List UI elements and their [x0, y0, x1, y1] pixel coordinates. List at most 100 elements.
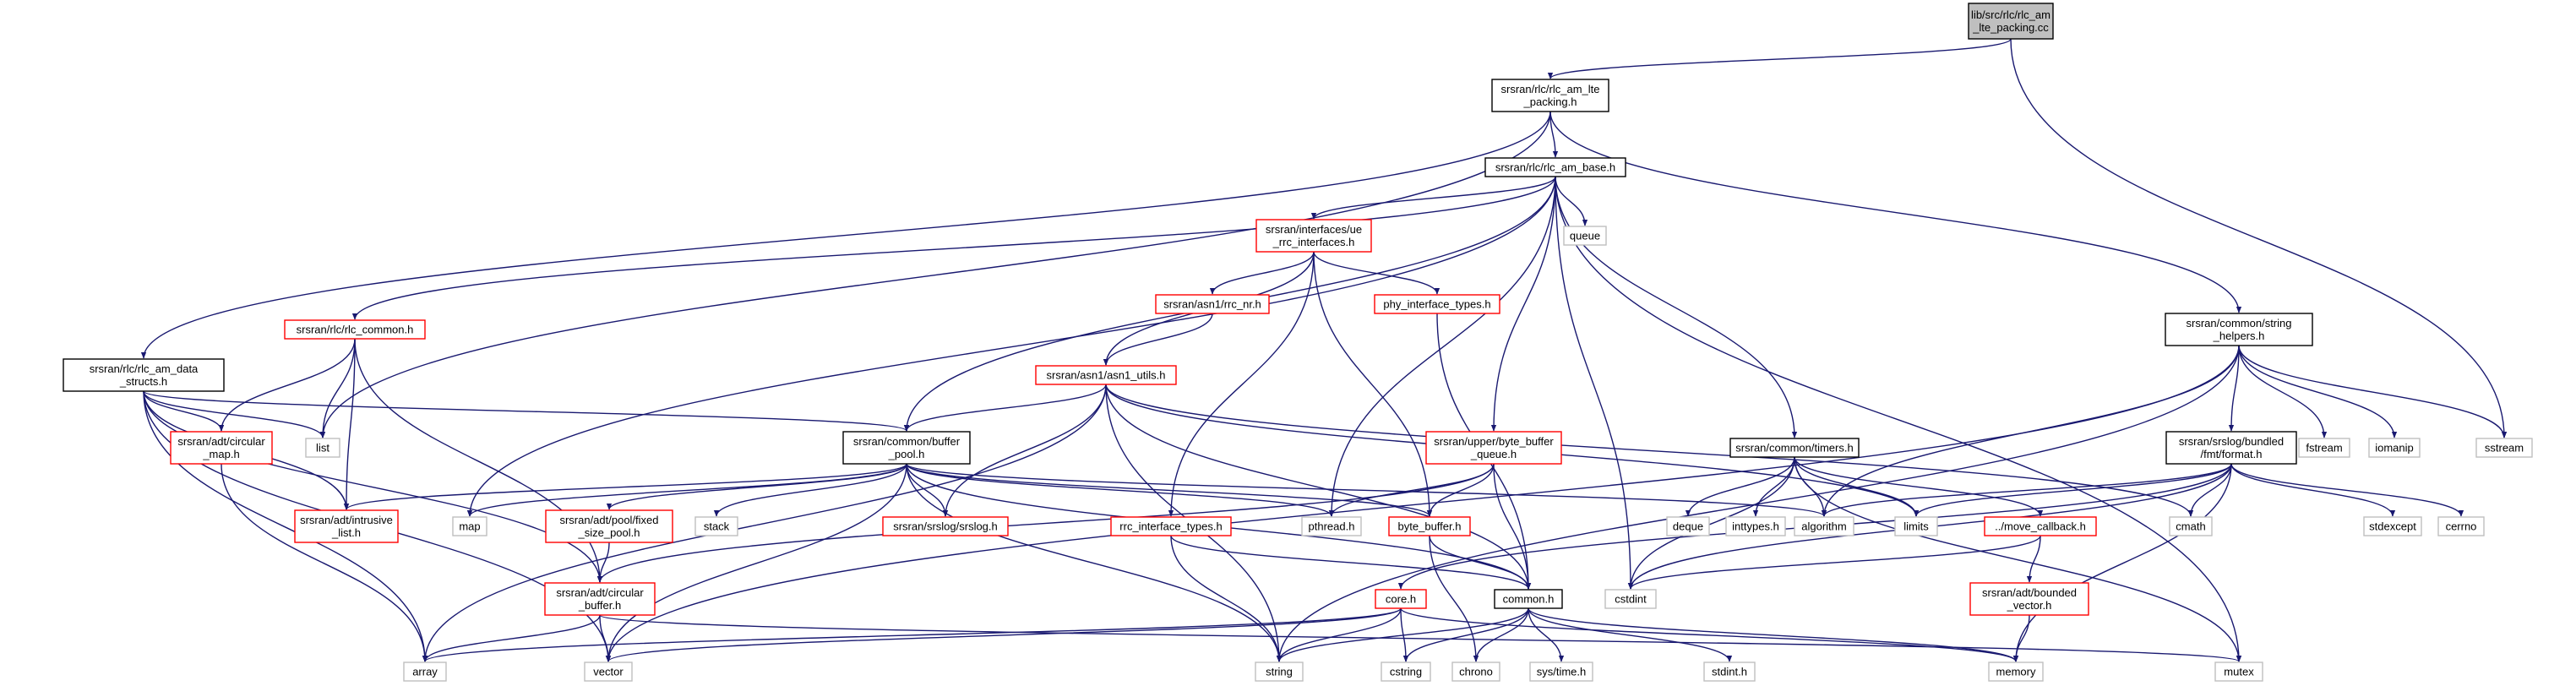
node-box: [1604, 589, 1657, 609]
node-ue-rrc-interfaces[interactable]: srsran/interfaces/ue_rrc_interfaces.h: [1255, 219, 1372, 253]
node-box: [1969, 582, 2089, 616]
edge-am-base-to-queue: [1555, 176, 1588, 226]
node-fmt-format[interactable]: srsran/srslog/bundled/fmt/format.h: [2165, 431, 2297, 465]
node-box: [1375, 589, 1427, 609]
node-box: [1451, 662, 1500, 682]
node-label-line: _pool.h: [888, 448, 925, 460]
node-am-base[interactable]: srsran/rlc/rlc_am_base.h: [1484, 157, 1626, 177]
node-intrusive-list[interactable]: srsran/adt/intrusive_list.h: [294, 509, 399, 543]
edge-ue-rrc-interfaces-to-rrc-interface-types: [1168, 251, 1315, 517]
node-box: [1666, 516, 1710, 536]
node-box: [1381, 662, 1431, 682]
node-label-line: common.h: [1503, 593, 1555, 606]
node-core[interactable]: core.h: [1375, 589, 1427, 609]
node-box: [1388, 516, 1471, 536]
node-circular-buffer[interactable]: srsran/adt/circular_buffer.h: [544, 582, 656, 616]
node-stdint: stdint.h: [1703, 662, 1756, 682]
edge-timers-to-move-callback: [1794, 456, 2044, 517]
edge-fmt-format-to-algorithm: [1821, 463, 2232, 517]
edge-root-to-sstream: [2010, 38, 2508, 438]
node-deque: deque: [1666, 516, 1710, 536]
edge-common-to-systime: [1528, 607, 1565, 662]
node-box: [1494, 589, 1563, 609]
node-pthread: pthread.h: [1301, 516, 1362, 536]
node-am-lte-packing[interactable]: srsran/rlc/rlc_am_lte_packing.h: [1491, 79, 1609, 112]
node-label-line: srsran/common/timers.h: [1735, 442, 1853, 455]
node-byte-buffer-queue[interactable]: srsran/upper/byte_buffer_queue.h: [1425, 431, 1562, 465]
edge-timers-to-cstdint: [1627, 456, 1795, 590]
node-chrono: chrono: [1451, 662, 1500, 682]
node-timers[interactable]: srsran/common/timers.h: [1729, 438, 1860, 458]
node-move-callback[interactable]: ../move_callback.h: [1984, 516, 2097, 536]
node-label-line: srsran/upper/byte_buffer: [1434, 435, 1554, 448]
node-root[interactable]: lib/src/rlc/rlc_am_lte_packing.cc: [1968, 3, 2054, 40]
edge-buffer-pool-to-algorithm: [906, 463, 1827, 517]
node-fixed-size-pool[interactable]: srsran/adt/pool/fixed_size_pool.h: [545, 509, 673, 543]
edge-rlc-common-to-circular-map: [218, 338, 356, 432]
node-bounded-vector[interactable]: srsran/adt/bounded_vector.h: [1969, 582, 2089, 616]
node-box: [1794, 516, 1854, 536]
node-label-line: srsran/common/string: [2187, 317, 2292, 329]
node-label-line: srsran/adt/intrusive: [300, 514, 393, 526]
edge-rrc-interface-types-to-common: [1170, 535, 1532, 590]
node-am-data-structs[interactable]: srsran/rlc/rlc_am_data_structs.h: [63, 358, 225, 392]
node-label-line: srsran/rlc/rlc_am_lte: [1500, 83, 1599, 95]
edge-am-base-to-map: [466, 176, 1556, 517]
node-label-line: cstring: [1390, 666, 1422, 678]
node-label-line: inttypes.h: [1732, 520, 1779, 533]
node-byte-buffer[interactable]: byte_buffer.h: [1388, 516, 1471, 536]
edge-rlc-common-to-circular-buffer: [354, 338, 603, 583]
node-rrc-interface-types[interactable]: rrc_interface_types.h: [1110, 516, 1232, 536]
edge-circular-map-to-array: [221, 463, 428, 662]
node-box: [403, 662, 447, 682]
node-box: [2368, 438, 2421, 458]
edge-buffer-pool-to-map: [466, 463, 907, 517]
node-algorithm: algorithm: [1794, 516, 1854, 536]
edge-byte-buffer-queue-to-common: [1493, 463, 1532, 590]
edge-string-helpers-to-fmt-format: [2228, 345, 2240, 432]
node-box: [2298, 438, 2350, 458]
node-rlc-common[interactable]: srsran/rlc/rlc_common.h: [284, 319, 426, 340]
edge-am-data-structs-to-buffer-pool: [143, 390, 909, 432]
node-box: [694, 516, 738, 536]
node-phy-interface-types[interactable]: phy_interface_types.h: [1374, 294, 1500, 314]
node-label-line: queue: [1570, 230, 1600, 242]
edge-rlc-common-to-list: [319, 338, 356, 438]
edge-am-base-to-byte-buffer-queue: [1490, 176, 1556, 432]
edge-fixed-size-pool-to-circular-buffer: [596, 542, 610, 583]
node-box: [1255, 662, 1304, 682]
node-label-line: rrc_interface_types.h: [1119, 520, 1222, 533]
node-label-line: srsran/srslog/bundled: [2179, 435, 2284, 448]
node-buffer-pool[interactable]: srsran/common/buffer_pool.h: [842, 431, 971, 465]
node-label-line: map: [459, 520, 480, 533]
edge-common-to-chrono: [1473, 607, 1529, 662]
node-box: [452, 516, 487, 536]
node-label-line: list: [316, 442, 329, 455]
node-circular-map[interactable]: srsran/adt/circular_map.h: [170, 431, 273, 465]
node-box: [305, 438, 340, 458]
node-box: [545, 509, 673, 543]
node-box: [1894, 516, 1938, 536]
node-label-line: limits: [1903, 520, 1929, 533]
edge-buffer-pool-to-intrusive-list: [343, 463, 907, 510]
node-label-line: srsran/rlc/rlc_am_data: [90, 362, 199, 375]
edge-buffer-pool-to-vector: [605, 463, 907, 662]
node-label-line: phy_interface_types.h: [1383, 298, 1490, 311]
node-cmath: cmath: [2169, 516, 2213, 536]
node-srslog[interactable]: srsran/srslog/srslog.h: [882, 516, 1009, 536]
node-label-line: stdexcept: [2369, 520, 2416, 533]
node-label-line: string: [1266, 666, 1293, 678]
node-box: [1491, 79, 1609, 112]
node-string-helpers[interactable]: srsran/common/string_helpers.h: [2165, 313, 2313, 346]
edge-am-base-to-cstdint: [1555, 176, 1634, 590]
node-common[interactable]: common.h: [1494, 589, 1563, 609]
nodes-layer: lib/src/rlc/rlc_am_lte_packing.cc srsran/…: [63, 3, 2533, 682]
node-asn1-utils[interactable]: srsran/asn1/asn1_utils.h: [1035, 365, 1177, 385]
node-rrc-nr[interactable]: srsran/asn1/rrc_nr.h: [1155, 294, 1270, 314]
edge-core-to-string: [1276, 607, 1402, 662]
node-label-line: _structs.h: [119, 375, 167, 388]
node-label-line: mutex: [2224, 666, 2254, 678]
node-label-line: srsran/srslog/srslog.h: [893, 520, 998, 533]
node-stack: stack: [694, 516, 738, 536]
